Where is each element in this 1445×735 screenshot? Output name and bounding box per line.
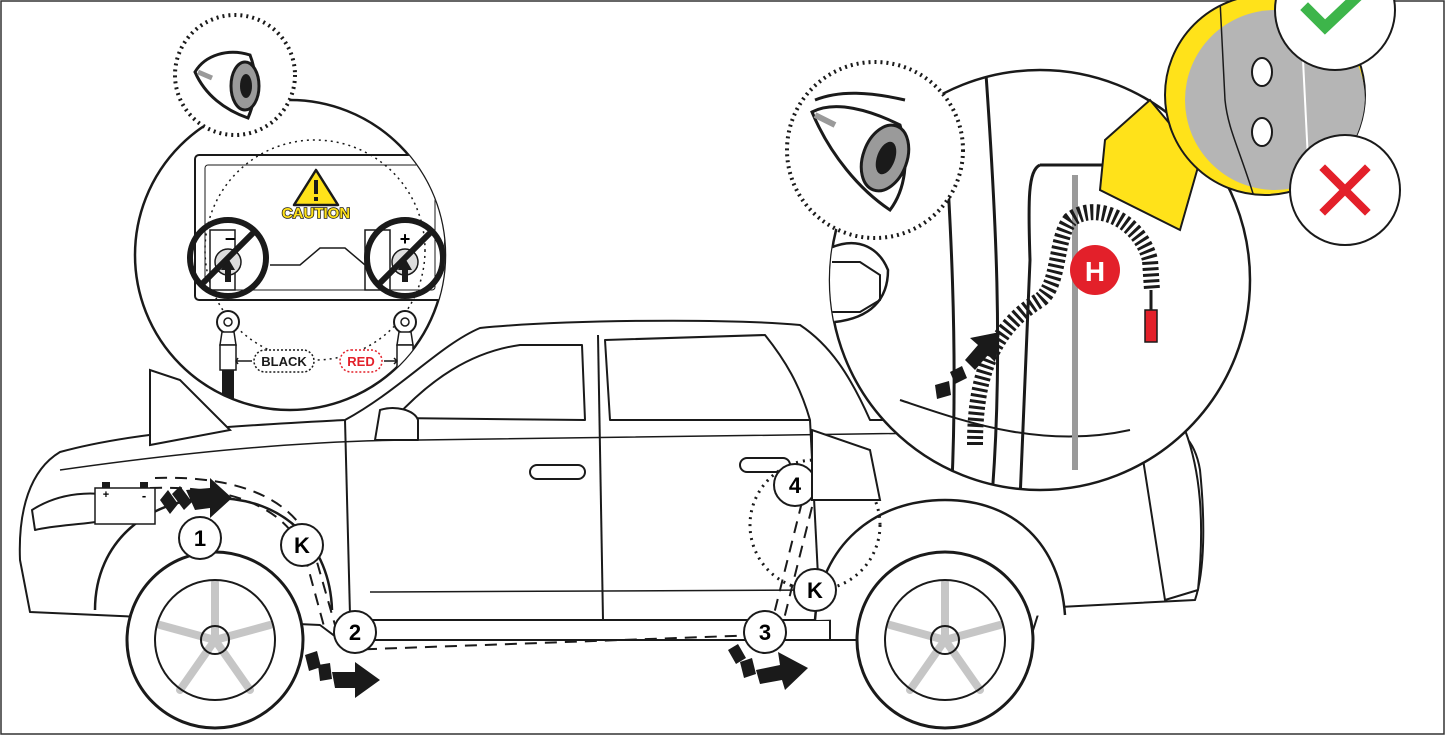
battery-plus-label: +: [103, 489, 109, 501]
eye-icon-right: [787, 62, 963, 238]
red-label: RED: [347, 354, 374, 369]
step-badge-4: 4: [774, 464, 816, 506]
step-1-label: 1: [194, 526, 206, 551]
battery-minus-label: -: [142, 488, 146, 503]
h-label: H: [1085, 256, 1105, 287]
eye-icon-left: [175, 15, 295, 135]
k-front-label: K: [294, 533, 310, 558]
step-3-label: 3: [759, 620, 771, 645]
front-wheel: [127, 552, 303, 728]
part-badge-h: H: [1070, 245, 1120, 295]
arrow-icon-step2: [305, 651, 380, 698]
step-badge-1: 1: [179, 517, 221, 559]
rear-wheel: [857, 552, 1033, 728]
cross-icon: [1290, 135, 1400, 245]
step-4-label: 4: [789, 473, 802, 498]
positive-symbol: +: [400, 229, 411, 249]
caution-label: CAUTION: [282, 205, 350, 222]
part-badge-k-rear: K: [794, 569, 836, 611]
step-2-label: 2: [349, 620, 361, 645]
battery-icon: + -: [95, 482, 155, 524]
black-cable: [217, 311, 239, 420]
k-rear-label: K: [807, 578, 823, 603]
step-badge-3: 3: [744, 611, 786, 653]
step-badge-2: 2: [334, 611, 376, 653]
part-badge-k-front: K: [281, 524, 323, 566]
black-label: BLACK: [261, 354, 307, 369]
negative-symbol: −: [225, 229, 236, 249]
